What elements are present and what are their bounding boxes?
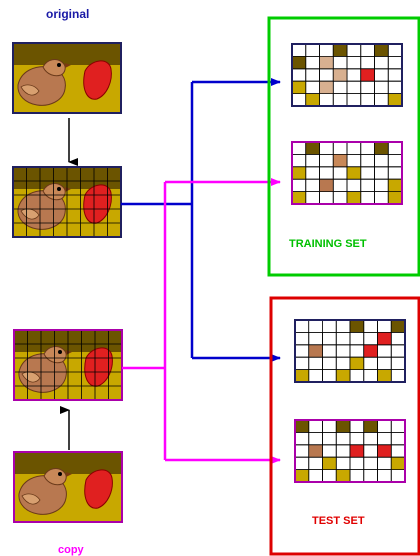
label-original: original — [46, 7, 90, 21]
training-tile-original — [291, 43, 403, 107]
gridded-copy-image — [13, 329, 123, 401]
test-tile-copy — [294, 419, 406, 483]
label-training-set: TRAINING SET — [289, 238, 367, 250]
test-set-box — [269, 296, 420, 556]
gridded-original-image — [12, 166, 122, 238]
original-image — [12, 42, 122, 114]
blue-connectors — [121, 78, 281, 362]
training-set-box — [267, 16, 420, 277]
label-test-set: TEST SET — [312, 515, 365, 527]
training-tile-copy — [291, 141, 403, 205]
magenta-connectors — [122, 178, 281, 464]
test-tile-original — [294, 319, 406, 383]
label-copy: copy — [58, 544, 84, 556]
copy-image — [13, 451, 123, 523]
